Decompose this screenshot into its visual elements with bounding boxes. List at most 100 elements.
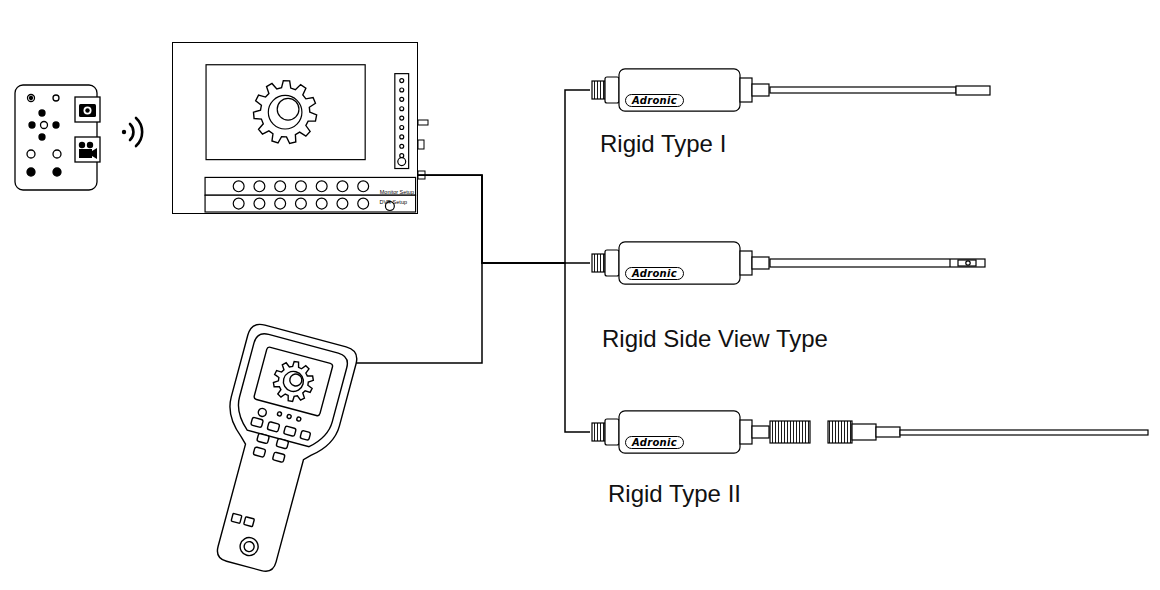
monitor-drawing-part-part [400,135,404,139]
monitor-drawing-part-part [275,198,286,209]
remote-control-part [39,110,45,116]
video-icon-part [75,137,100,162]
probe-name: Rigid Type II [608,480,741,508]
camera-icon-part [84,107,92,115]
handheld-unit-part [272,452,285,463]
wireless-symbol-part [136,118,142,146]
detachable-probe-part [876,427,900,437]
wireless-symbol-part [122,130,126,134]
probe-body-part-part [619,242,740,284]
probe-name: Rigid Type I [600,130,726,158]
monitor-drawing-part-part [400,116,404,120]
remote-control-part [27,168,35,176]
probe-body-part-part [619,411,740,453]
handheld-unit-part [253,447,266,458]
monitor-drawing-part-part [400,88,404,92]
remote-control-part [53,122,59,128]
camera-icon [75,97,100,122]
probe-name: Rigid Side View Type [602,325,828,353]
monitor-drawing-part-part [398,158,406,166]
monitor-drawing-part-part [233,198,244,209]
handheld-unit-part [288,373,303,388]
monitor-drawing-part-part [254,181,265,192]
video-icon-part [79,142,85,148]
probe-shaft [770,86,990,95]
detachable-probe-part [852,424,876,440]
monitor-drawing-part-part [206,65,365,160]
remote-control-part [29,122,35,128]
probe-body-part-part [605,77,619,103]
monitor-drawing-part-part [268,95,302,129]
handheld-unit-part [254,347,334,417]
monitor-knobs [418,120,428,179]
probe-body-part-part [740,78,752,102]
monitor-drawing-part-part [275,181,286,192]
side-view-shaft-part [770,259,985,267]
monitor-drawing-part-part [295,198,306,209]
monitor-drawing-part-part [254,198,265,209]
monitor-drawing-part-part [253,81,316,144]
side-view-shaft-part [958,260,976,266]
remote-control-part [53,150,61,158]
remote-control-part [39,134,45,140]
probe-body-part [592,242,769,284]
monitor-drawing-part-part [400,97,404,101]
side-view-shaft-part [966,261,970,265]
handheld-unit-part [284,426,297,437]
monitor-drawing-part-part [400,107,404,111]
probe-body-part-part [619,69,740,111]
probe-body-part [592,69,769,111]
monitor-drawing-part-part [358,198,369,209]
monitor-drawing-part-part [295,181,306,192]
handheld-unit-part [300,430,311,440]
remote-control-part [53,168,61,176]
detachable-probe [770,421,1148,443]
handheld-unit-part [281,369,305,393]
probe-body-part-part [752,426,769,438]
monitor-drawing-part [205,65,416,212]
handheld-unit-part [257,433,270,444]
monitor-drawing-part-part [400,154,404,158]
probe-body-part-part [592,254,605,272]
handheld-unit [190,322,360,581]
probe-body-part [592,411,769,453]
probe-body-part-part [592,423,605,441]
cable [418,175,590,263]
monitor-drawing-part-part [205,195,416,212]
monitor-knobs-part [418,140,424,149]
handheld-unit-part [267,422,280,433]
handheld-unit-part [232,331,350,451]
probe-body-part-part [592,81,605,99]
cable [348,263,482,363]
brand-label: Adronic [625,267,684,280]
monitor-drawing [173,43,417,213]
probe-body-part-part [605,419,619,445]
remote-control-part [41,122,48,129]
handheld-unit-part [190,322,360,581]
wireless-symbol [122,118,142,146]
cable [418,175,590,432]
handheld-unit-part [244,517,255,527]
video-icon-part [92,148,97,159]
side-view-shaft [770,259,985,267]
camera-icon-part [85,108,89,112]
monitor-drawing-part-part [316,198,327,209]
handheld-unit-part [296,417,301,422]
monitor-drawing-part-part [337,181,348,192]
monitor-drawing-part-part [400,144,404,148]
probe-body-part-part [740,251,752,275]
probe-body-part-part [752,84,769,96]
probe-body-part-part [740,420,752,444]
rigid-probe: AdronicRigid Side View Type [590,241,770,285]
panel-label: Monitor Setup [380,189,414,195]
monitor-drawing-part-part [395,74,409,169]
video-icon [75,137,100,162]
remote-control-part [53,95,59,101]
monitor-drawing-part-part [400,79,404,83]
handheld-unit-part [238,536,260,558]
probe-shaft-part [770,87,956,93]
detachable-probe-part [770,421,810,443]
handheld-unit-part [243,540,255,552]
brand-label: Adronic [625,436,684,449]
monitor-drawing-part-part [277,98,299,120]
